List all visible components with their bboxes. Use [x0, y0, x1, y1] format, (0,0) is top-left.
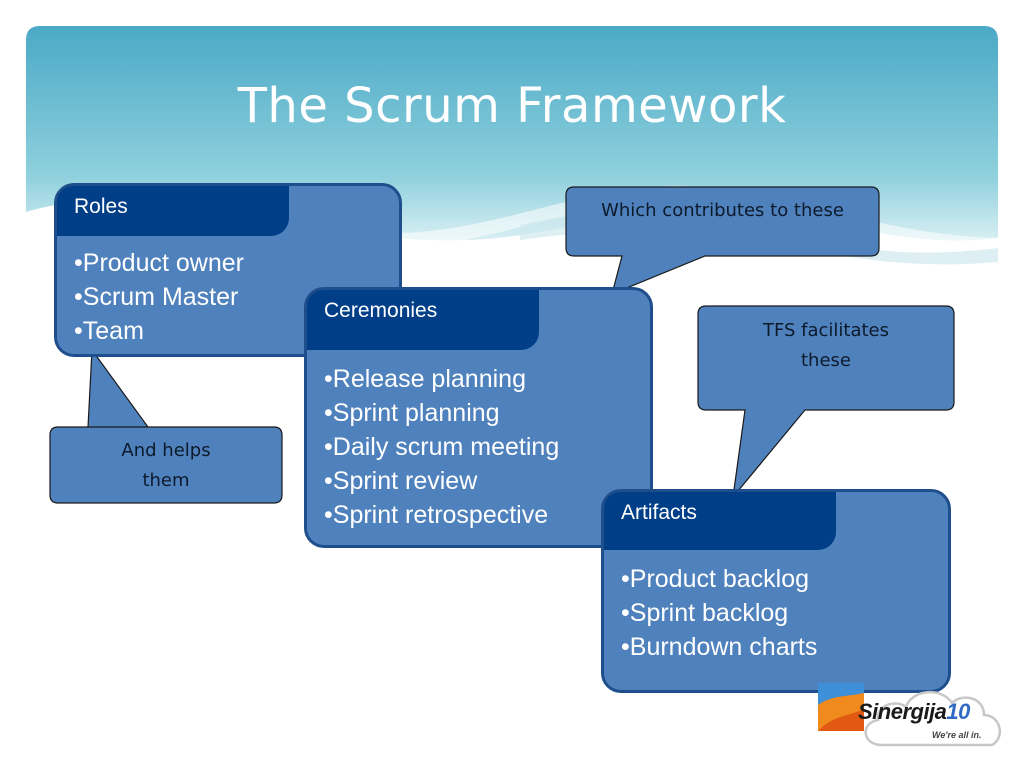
ceremonies-label: Ceremonies — [324, 299, 438, 322]
list-item: Daily scrum meeting — [324, 430, 559, 464]
artifacts-box: Artifacts Product backlog Sprint backlog… — [601, 489, 951, 693]
artifacts-label: Artifacts — [621, 501, 697, 524]
callout-helps-text: And helps them — [50, 436, 282, 496]
roles-label: Roles — [74, 195, 128, 218]
logo-number: 10 — [946, 699, 970, 724]
callout-tfs-text: TFS facilitates these — [698, 316, 954, 376]
ceremonies-box: Ceremonies Release planning Sprint plann… — [304, 287, 653, 548]
artifacts-list: Product backlog Sprint backlog Burndown … — [621, 562, 818, 664]
list-item: Product backlog — [621, 562, 817, 596]
logo-name: Sinergija10 — [858, 699, 970, 725]
logo-name-text: Sinergija — [858, 699, 947, 724]
list-item: Sprint review — [324, 464, 559, 498]
list-item: Release planning — [324, 362, 559, 396]
callout-tfs-line1: TFS facilitates — [762, 320, 890, 341]
sinergija-logo: Sinergija10 We're all in. — [812, 675, 1017, 755]
list-item: Product owner — [74, 246, 244, 280]
list-item: Sprint retrospective — [324, 498, 559, 532]
slide-title: The Scrum Framework — [237, 78, 787, 134]
roles-list: Product owner Scrum Master Team — [74, 246, 244, 348]
ceremonies-tab: Ceremonies — [307, 290, 539, 350]
list-item: Sprint backlog — [621, 596, 817, 630]
cloud-logo-icon — [818, 683, 1002, 747]
ceremonies-list: Release planning Sprint planning Daily s… — [324, 362, 559, 532]
list-item: Burndown charts — [621, 630, 818, 664]
artifacts-tab: Artifacts — [604, 492, 836, 550]
list-item: Sprint planning — [324, 396, 559, 430]
callout-helps-line2: them — [142, 470, 190, 491]
callout-tfs-line2: these — [801, 350, 851, 371]
callout-helps-line1: And helps — [121, 440, 211, 461]
logo-tagline: We're all in. — [932, 730, 982, 740]
roles-tab: Roles — [57, 186, 289, 236]
callout-tfs — [697, 305, 955, 500]
callout-contributes-label: Which contributes to these — [601, 200, 844, 221]
callout-helps — [49, 348, 283, 504]
list-item: Scrum Master — [74, 280, 244, 314]
callout-contributes — [565, 186, 880, 296]
list-item: Team — [74, 314, 244, 348]
callout-contributes-text: Which contributes to these — [566, 196, 879, 226]
